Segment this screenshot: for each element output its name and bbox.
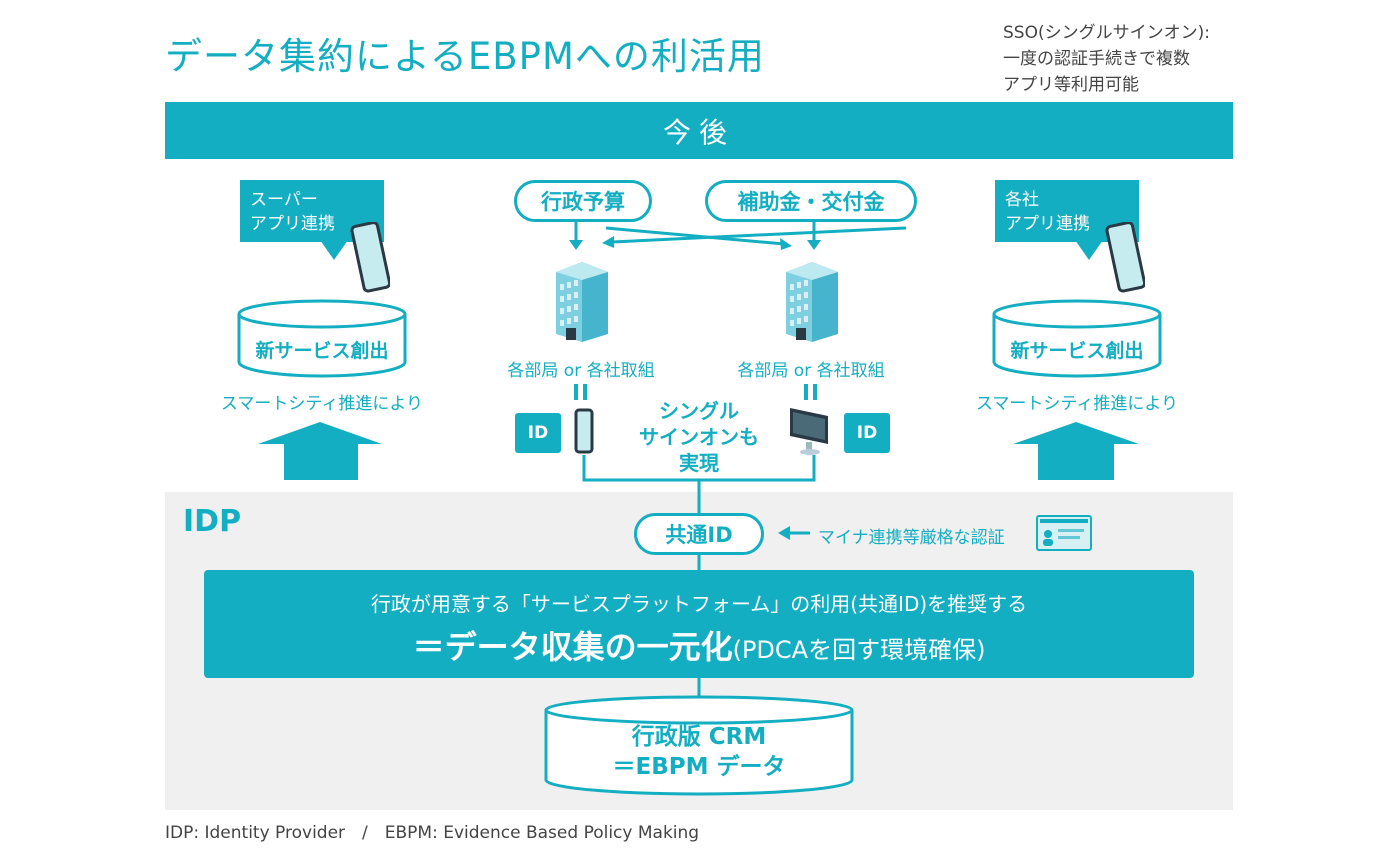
sso-note: SSO(シングルサインオン): 一度の認証手続きで複数 アプリ等利用可能 [1003, 20, 1263, 98]
crm-cylinder [544, 695, 854, 796]
bubble-line: アプリ連携 [1005, 214, 1090, 234]
bubble-super-app: スーパー アプリ連携 [240, 180, 384, 242]
platform-box: 行政が用意する「サービスプラットフォーム」の利用(共通ID)を推奨する ＝データ… [204, 570, 1194, 678]
arrow-head [807, 240, 821, 250]
smartphone-icon [350, 222, 390, 293]
up-arrow-right [1013, 422, 1139, 480]
up-arrow-left [258, 422, 382, 480]
footer-legend: IDP: Identity Provider / EBPM: Evidence … [165, 823, 700, 843]
bubble-line: アプリ連携 [250, 214, 335, 234]
building-caption-left: 各部局 or 各社取組 [507, 361, 655, 381]
sso-note-line: 一度の認証手続きで複数 [1003, 49, 1190, 69]
platform-line2: ＝データ収集の一元化(PDCAを回す環境確保) [204, 622, 1194, 668]
arrow-head [602, 236, 614, 248]
platform-line2-strong: ＝データ収集の一元化 [412, 628, 733, 666]
cylinder-left-label: 新サービス創出 [255, 340, 389, 362]
monitor-icon [790, 408, 828, 455]
pill-subsidy: 補助金・交付金 [705, 180, 917, 222]
bubble-line: スーパー [250, 190, 318, 210]
crm-label-line: ＝EBPM データ [612, 754, 786, 780]
id-card-icon [1036, 515, 1092, 551]
bubble-tail [1075, 240, 1103, 260]
id-badge-left: ID [515, 413, 561, 453]
common-id-pill: 共通ID [634, 513, 764, 555]
sso-realized-line: サインオンも [639, 425, 759, 449]
cylinder-right-label: 新サービス創出 [1010, 340, 1144, 362]
building-icon [556, 262, 608, 342]
platform-line2-rest: (PDCAを回す環境確保) [732, 636, 986, 664]
page-title: データ集約によるEBPMへの利活用 [165, 35, 765, 78]
future-band: 今後 [165, 102, 1233, 159]
smartphone-icon [1105, 222, 1145, 293]
bubble-tail [320, 240, 348, 260]
caption-left: スマートシティ推進により [220, 394, 424, 414]
sso-realized-line: 実現 [679, 451, 719, 475]
idp-label: IDP [183, 504, 242, 539]
arrow-head [780, 238, 792, 250]
platform-line1: 行政が用意する「サービスプラットフォーム」の利用(共通ID)を推奨する [370, 592, 1028, 616]
cylinder-right [992, 299, 1162, 378]
sso-realized-line: シングル [659, 399, 739, 423]
crm-label: 行政版 CRM ＝EBPM データ [543, 722, 855, 782]
cylinder-left [237, 299, 407, 378]
id-badge-right: ID [844, 413, 890, 453]
building-icon [786, 262, 838, 342]
sso-note-line: SSO(シングルサインオン): [1003, 23, 1210, 43]
caption-right: スマートシティ推進により [975, 394, 1179, 414]
crm-label-line: 行政版 CRM [631, 724, 767, 750]
pill-admin-budget: 行政予算 [514, 180, 652, 222]
auth-note: マイナ連携等厳格な認証 [818, 528, 1005, 548]
smartphone-icon [574, 408, 594, 454]
sso-realized-text: シングル サインオンも 実現 [614, 398, 784, 476]
building-caption-right: 各部局 or 各社取組 [737, 361, 885, 381]
arrow-head [569, 240, 583, 250]
arrow-head [778, 526, 790, 540]
sso-note-line: アプリ等利用可能 [1003, 75, 1139, 95]
bubble-line: 各社 [1005, 190, 1039, 210]
